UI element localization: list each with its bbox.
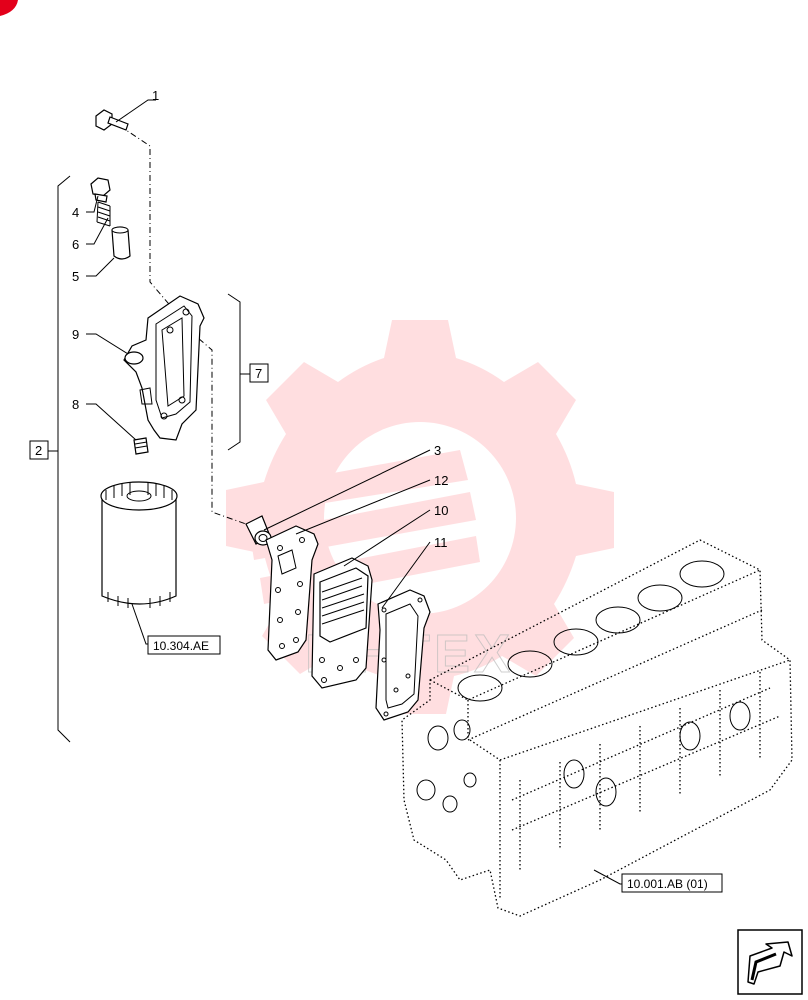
- callout-6: 6: [72, 237, 79, 252]
- callout-8: 8: [72, 397, 79, 412]
- group-label-7: 7: [255, 366, 262, 381]
- next-page-button[interactable]: [737, 929, 803, 995]
- sleeve-part: [245, 515, 272, 546]
- gasket-12-part: [265, 525, 319, 661]
- callout-11: 11: [434, 535, 448, 550]
- ref-block-label: 10.001.AB (01): [627, 877, 708, 891]
- leader-lines: [86, 99, 624, 885]
- callout-1: 1: [152, 88, 159, 103]
- ref-filter-link[interactable]: 10.304.AE: [147, 635, 221, 655]
- corner-mark: [0, 0, 18, 16]
- group-bracket-7: 7: [227, 293, 269, 451]
- callout-10: 10: [434, 503, 448, 518]
- callout-12: 12: [434, 473, 448, 488]
- spring-part: [96, 201, 111, 227]
- next-page-arrow-icon: [747, 941, 793, 985]
- nipple-part: [133, 437, 149, 455]
- valve-part: [111, 226, 131, 260]
- callout-5: 5: [72, 269, 79, 284]
- engine-block-part: [401, 539, 793, 917]
- ref-filter-label: 10.304.AE: [153, 639, 209, 653]
- gasket-11-part: [375, 589, 431, 721]
- group-label-2: 2: [35, 443, 42, 458]
- bolt-part: [95, 109, 129, 131]
- cooler-core-part: [311, 557, 373, 689]
- callout-9: 9: [72, 327, 79, 342]
- housing-part: [123, 295, 205, 441]
- callout-4: 4: [72, 205, 79, 220]
- plug-part: [90, 177, 111, 203]
- oil-filter-part: [100, 481, 178, 608]
- group-bracket-2: 2: [29, 175, 71, 743]
- ref-block-link[interactable]: 10.001.AB (01): [621, 873, 723, 893]
- callout-3: 3: [434, 443, 441, 458]
